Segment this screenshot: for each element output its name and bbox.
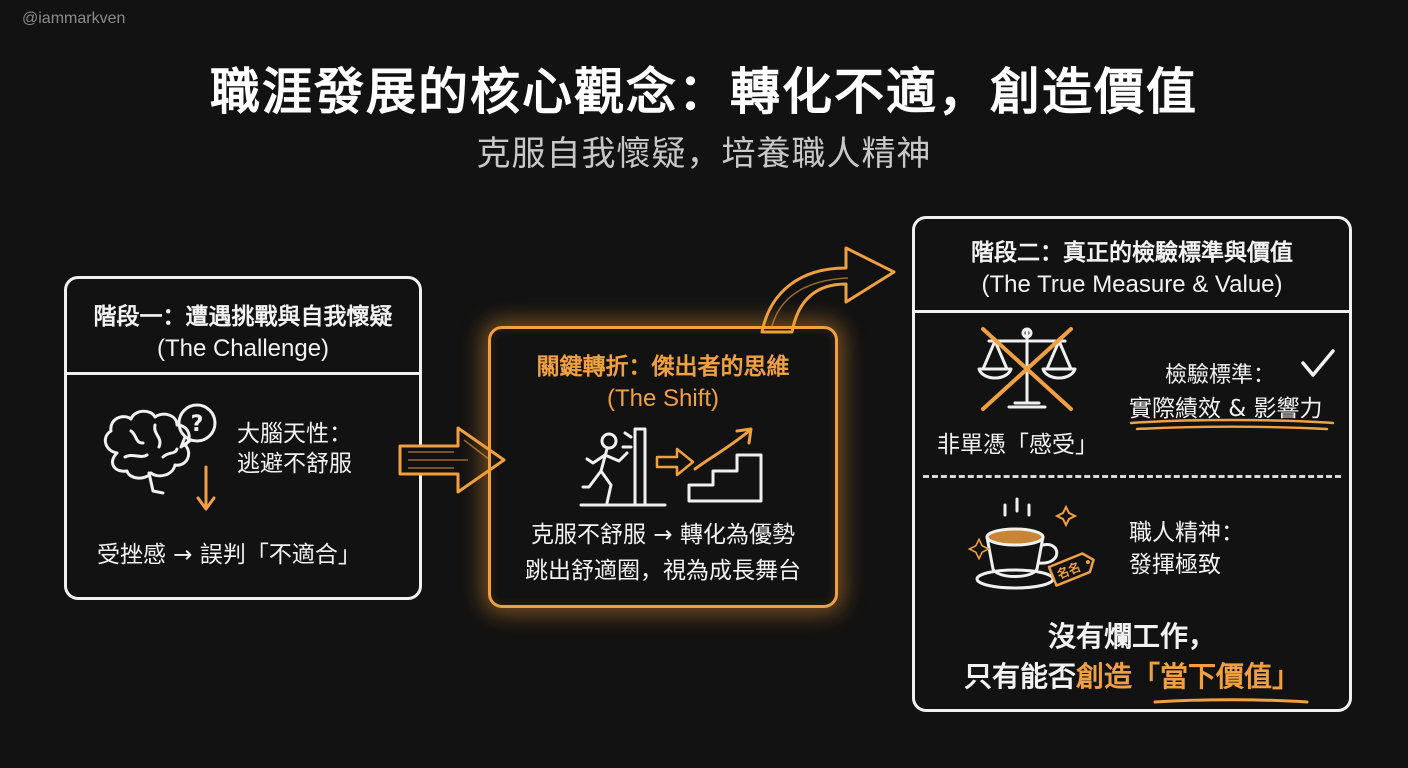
criteria-label: 檢驗標準：: [1165, 363, 1276, 388]
stage2-panel: 階段二：真正的檢驗標準與價值 (The True Measure & Value…: [912, 216, 1352, 712]
svg-text:?: ?: [191, 412, 204, 437]
slogan-highlight: 創造「當下價值」: [1076, 660, 1301, 693]
frustration-text: 受挫感 → 誤判「不適合」: [97, 542, 361, 568]
small-right-arrow-icon: [655, 447, 695, 477]
criteria-value: 實際績效 & 影響力: [1129, 396, 1323, 422]
shift-heading-en: (The Shift): [606, 385, 720, 412]
stairs-up-icon: [687, 427, 763, 503]
brain-nature-text: 大腦天性： 逃避不舒服: [237, 419, 352, 479]
craftsmanship-text: 職人精神： 發揮極致: [1129, 517, 1244, 581]
shift-line1: 克服不舒服 → 轉化為優勢: [531, 522, 795, 548]
criteria-underline: [1129, 418, 1335, 431]
crossed-scale-icon: [977, 327, 1077, 411]
checkmark-icon: [1301, 349, 1335, 377]
sparkle-icon: [967, 537, 991, 561]
page-title: 職涯發展的核心觀念：轉化不適，創造價值: [210, 63, 1198, 121]
down-arrow-icon: [196, 465, 216, 511]
stage1-heading: 階段一：遭遇挑戰與自我懷疑: [93, 304, 393, 330]
slogan-line2-prefix: 只有能否: [963, 660, 1076, 693]
stage1-header: 階段一：遭遇挑戰與自我懷疑 (The Challenge): [67, 279, 419, 375]
person-breaking-wall-icon: [579, 427, 667, 507]
shift-header: 關鍵轉折：傑出者的思維 (The Shift): [491, 329, 835, 413]
stage1-panel: 階段一：遭遇挑戰與自我懷疑 (The Challenge) ? 大腦天性： 逃避…: [64, 276, 422, 600]
author-handle: @iammarkven: [22, 10, 126, 27]
shift-line2: 跳出舒適圈，視為成長舞台: [525, 558, 801, 584]
stage2-heading: 階段二：真正的檢驗標準與價值: [971, 240, 1293, 266]
stage2-header: 階段二：真正的檢驗標準與價值 (The True Measure & Value…: [915, 219, 1349, 313]
slogan-line2: 只有能否創造「當下價值」: [915, 657, 1349, 697]
shift-panel: 關鍵轉折：傑出者的思維 (The Shift) 克服不舒服 → 轉化為優勢 跳出…: [488, 326, 838, 608]
stage2-heading-en: (The True Measure & Value): [981, 271, 1283, 298]
slogan-underline: [1153, 698, 1309, 704]
brain-question-icon: ?: [103, 403, 217, 495]
slogan-line1: 沒有爛工作，: [1047, 620, 1216, 653]
right-arrow-icon: [398, 426, 506, 494]
coffee-cup-icon: 名名: [967, 497, 1095, 590]
curved-up-arrow-icon: [760, 246, 896, 334]
brain-nature-line1: 大腦天性：: [237, 421, 352, 447]
not-by-feeling-text: 非單憑「感受」: [937, 432, 1098, 458]
brain-nature-line2: 逃避不舒服: [237, 451, 352, 477]
section-divider: [923, 475, 1341, 478]
craftsmanship-line2: 發揮極致: [1129, 552, 1221, 578]
shift-body: 克服不舒服 → 轉化為優勢 跳出舒適圈，視為成長舞台: [491, 517, 835, 589]
craftsmanship-line1: 職人精神：: [1129, 520, 1244, 546]
stage1-heading-en: (The Challenge): [156, 335, 330, 362]
slogan: 沒有爛工作， 只有能否創造「當下價值」: [915, 617, 1349, 697]
page-subtitle: 克服自我懷疑，培養職人精神: [476, 134, 932, 174]
shift-heading: 關鍵轉折：傑出者的思維: [536, 354, 790, 380]
